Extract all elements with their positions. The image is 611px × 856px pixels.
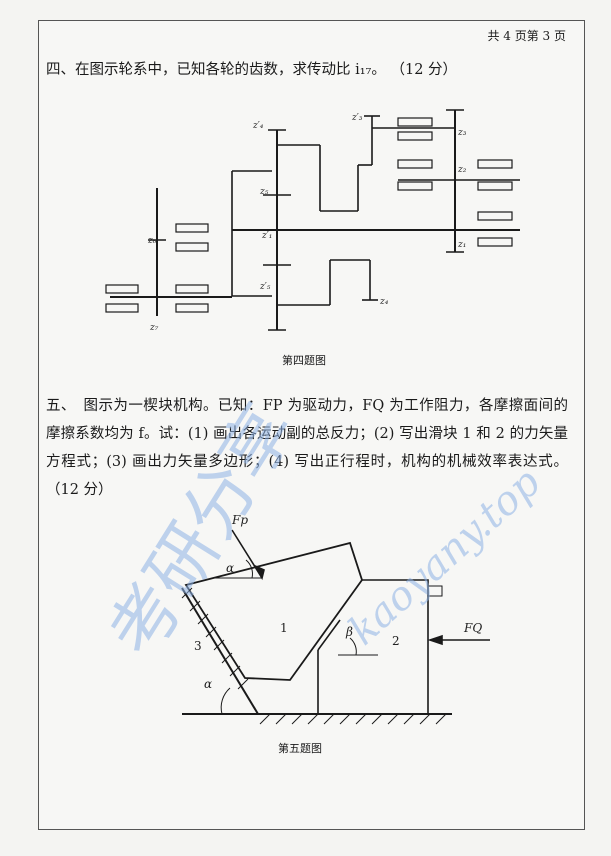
figure-4-caption: 第四题图 — [282, 354, 326, 367]
gear-label-z4p: z′₄ — [252, 121, 264, 131]
gear-label-z3p: z′₃ — [351, 113, 363, 123]
gear-label-z5: z₅ — [259, 187, 269, 197]
exam-page: 共 4 页第 3 页 — [38, 20, 585, 830]
question-5-text: 五、 图示为一楔块机构。已知：FP 为驱动力，FQ 为工作阻力，各摩擦面间的摩擦… — [46, 398, 568, 498]
gear-label-z3: z₃ — [457, 128, 467, 138]
label-alpha-bottom: α — [204, 677, 212, 691]
gear-label-z4: z₄ — [379, 297, 389, 307]
gear-label-z6: z₆ — [147, 236, 157, 246]
label-block-2: 2 — [392, 634, 400, 648]
gear-label-z2: z₂ — [457, 165, 467, 175]
label-block-1: 1 — [280, 621, 288, 635]
question-4-text: 四、在图示轮系中，已知各轮的齿数，求传动比 i₁₇。 （12 分） — [46, 62, 458, 78]
label-fq: FQ — [463, 621, 482, 635]
label-fp: Fp — [231, 513, 248, 527]
label-beta: β — [345, 625, 353, 639]
gear-label-z1p: z′₁ — [261, 231, 272, 241]
label-alpha-top: α — [226, 561, 234, 575]
gear-label-z7: z₇ — [149, 323, 159, 333]
gear-label-z1: z₁ — [457, 240, 466, 250]
gear-label-z5p: z′₅ — [259, 282, 271, 292]
label-frame-3: 3 — [194, 639, 202, 653]
page-info: 共 4 页第 3 页 — [487, 29, 566, 43]
figure-5-caption: 第五题图 — [278, 742, 322, 755]
